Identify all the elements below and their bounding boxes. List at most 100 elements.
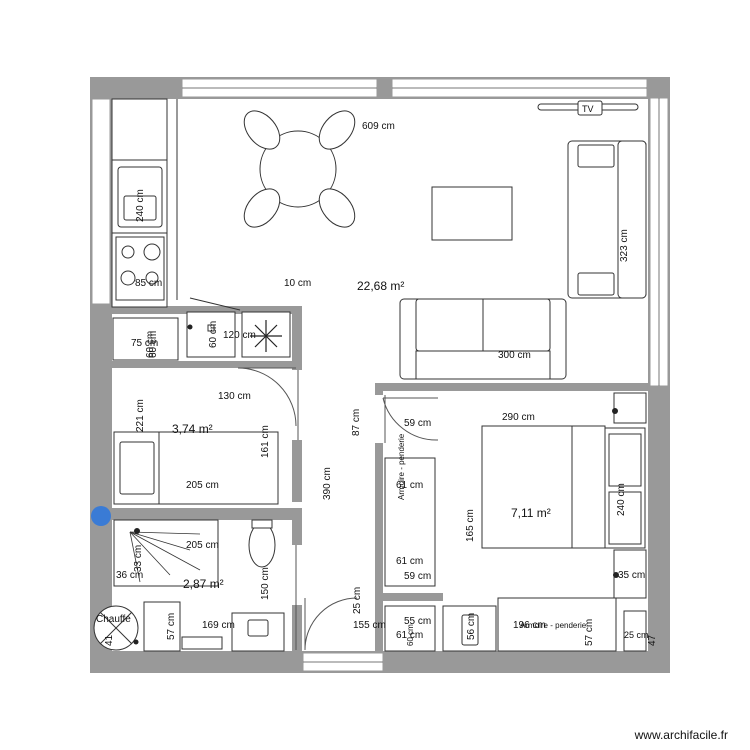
dim-label: 165 cm xyxy=(465,509,476,542)
dim-label: 57 cm xyxy=(584,619,595,646)
washbasin xyxy=(231,612,285,652)
dim-label: 57 cm xyxy=(166,613,177,640)
shower xyxy=(113,519,219,587)
corridor-bed xyxy=(113,431,279,505)
dim-label: 300 cm xyxy=(498,350,531,361)
bedroom-furniture xyxy=(384,392,647,652)
dim-label: 33 cm xyxy=(133,545,144,572)
chauffe-label: Chauffe xyxy=(96,614,131,625)
lamp-icon xyxy=(613,572,619,578)
chair-1 xyxy=(243,110,281,150)
dim-label: 155 cm xyxy=(353,620,386,631)
dim-label: 61 cm xyxy=(396,556,423,567)
chair-3 xyxy=(243,188,281,228)
tv-label: TV xyxy=(582,104,594,114)
area-bedroom: 7,11 m² xyxy=(511,506,551,520)
door-openings xyxy=(292,370,383,605)
nightstand-2 xyxy=(613,549,647,599)
coffee-table xyxy=(431,186,513,241)
dim-label: 240 cm xyxy=(616,483,627,516)
dim-label: 55 cm xyxy=(404,616,431,627)
blue-marker-icon xyxy=(91,506,111,526)
dim-label: 609 cm xyxy=(362,121,395,132)
dim-label: 41 xyxy=(104,634,115,646)
area-corridor: 3,74 m² xyxy=(172,422,213,436)
dim-label: 85 cm xyxy=(135,278,162,289)
dining-set xyxy=(243,110,356,228)
dim-label: 221 cm xyxy=(135,399,146,432)
tv-unit xyxy=(537,100,639,116)
outlet-icon xyxy=(187,324,193,330)
dim-label: 75 cm xyxy=(131,338,158,349)
dim-label: 61 cm xyxy=(396,630,423,641)
shower-head-icon xyxy=(134,528,140,534)
dim-label: 25 cm xyxy=(624,630,649,640)
area-bathroom: 2,87 m² xyxy=(183,577,224,591)
dim-label: 56 cm xyxy=(466,613,477,640)
dim-label: 60 cm xyxy=(406,624,415,646)
chair-4 xyxy=(318,188,356,228)
dim-label: 130 cm xyxy=(218,391,251,402)
door-gap-bath xyxy=(292,545,302,605)
dim-label: 60 cm xyxy=(148,331,159,358)
dim-label: 59 cm xyxy=(404,418,431,429)
kitchen xyxy=(111,98,178,308)
dim-label: 35 cm xyxy=(618,570,645,581)
wardrobe-label-2: Armoire - penderie xyxy=(520,621,587,630)
bathroom-cabinet xyxy=(143,601,181,652)
dim-label: 120 cm xyxy=(223,330,256,341)
dim-label: 205 cm xyxy=(186,480,219,491)
wall-closet xyxy=(383,593,443,601)
dim-label: 87 cm xyxy=(351,409,362,436)
wall-corridor-top xyxy=(112,361,292,368)
window-west xyxy=(91,98,111,305)
dining-table xyxy=(259,130,337,208)
wardrobe-2 xyxy=(497,597,617,652)
wall-bedroom-left xyxy=(375,383,383,651)
dim-label: 60 cm xyxy=(145,331,156,358)
door-gap-corridor xyxy=(292,370,302,440)
dim-label: 60 cm xyxy=(208,321,219,348)
wall-kitchen-bottom xyxy=(112,306,302,314)
nightstand-1 xyxy=(613,392,647,424)
sofa-bottom xyxy=(399,298,567,380)
chair-2 xyxy=(318,110,356,150)
dim-label: 205 cm xyxy=(186,540,219,551)
dim-label: 25 cm xyxy=(352,587,363,614)
doors xyxy=(237,367,439,651)
dim-label: 161 cm xyxy=(260,425,271,458)
dim-label: 150 cm xyxy=(260,567,271,600)
dim-label: 169 cm xyxy=(202,620,235,631)
dim-label: 10 cm xyxy=(284,278,311,289)
wall-bedroom-top xyxy=(375,383,648,391)
wardrobe-label-1: Armoire - penderie xyxy=(397,433,406,500)
door-gap-bedroom xyxy=(375,395,383,443)
tv-icon xyxy=(577,100,603,116)
dim-label: 240 cm xyxy=(135,189,146,222)
fridge xyxy=(186,311,236,358)
water-heater xyxy=(93,605,139,651)
brand-watermark: www.archifacile.fr xyxy=(634,728,728,742)
door-entrance xyxy=(304,597,358,651)
lamp-icon xyxy=(612,408,618,414)
area-living: 22,68 m² xyxy=(357,279,404,293)
dim-label: 59 cm xyxy=(404,571,431,582)
dim-label: 196 cm xyxy=(513,620,546,631)
cabinet-75 xyxy=(112,317,179,361)
snowflake-icon xyxy=(250,320,282,352)
dim-label: 47 xyxy=(647,634,658,646)
wardrobe-1 xyxy=(384,457,436,587)
dim-label: 323 cm xyxy=(619,229,630,262)
bathroom-fixtures xyxy=(113,519,285,652)
wall-bath-top xyxy=(112,508,302,520)
dim-label: 290 cm xyxy=(502,412,535,423)
dim-label: 61 cm xyxy=(396,480,423,491)
door-bedroom xyxy=(382,397,439,441)
cabinet-closet xyxy=(384,605,436,652)
toilet xyxy=(248,522,276,568)
sofa-right xyxy=(567,140,647,299)
dim-label: 36 cm xyxy=(116,570,143,581)
dim-label: 390 cm xyxy=(322,467,333,500)
outlet-icon xyxy=(133,639,139,645)
